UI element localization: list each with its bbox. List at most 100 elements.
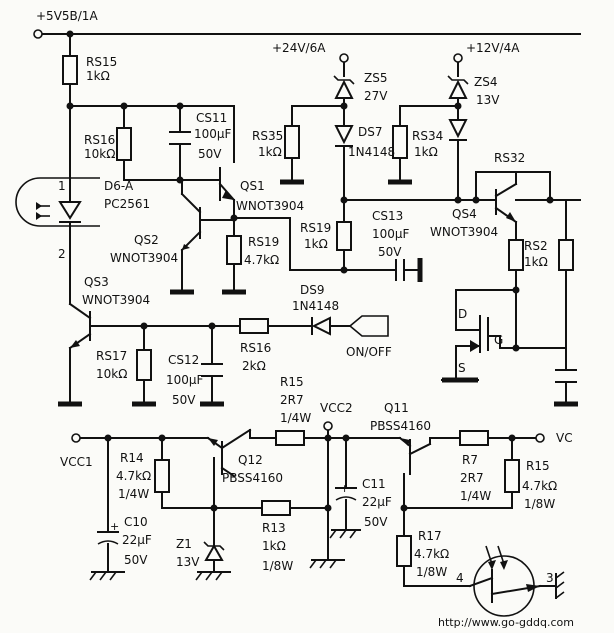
r15a-label: R15 (280, 375, 304, 389)
ground-bars-top (58, 179, 578, 407)
diode-ds9 (311, 316, 331, 336)
r7-value-2: 1/4W (460, 489, 491, 503)
c10-plus: + (110, 520, 119, 533)
resistor-rs34 (392, 125, 408, 159)
rs35-value: 1kΩ (258, 145, 282, 159)
terminals-bottom (71, 421, 545, 443)
c11-plus: + (340, 482, 349, 495)
rs34-value: 1kΩ (414, 145, 438, 159)
r15b-value-1: 4.7kΩ (522, 479, 557, 493)
resistor-r17 (396, 535, 412, 567)
cs11-value-1: 100μF (194, 127, 232, 141)
junctions-top (66, 30, 554, 352)
resistor-rs2 (508, 239, 524, 271)
q12-label: Q12 (238, 453, 263, 467)
rs17-label: RS17 (96, 349, 127, 363)
r14-value-1: 4.7kΩ (116, 469, 151, 483)
qs3-emitter-arrow (70, 340, 80, 348)
mosfet-d-label: D (458, 307, 467, 321)
rs15-label: RS15 (86, 55, 117, 69)
zener-zs4 (447, 75, 469, 99)
resistor-r15b (504, 459, 520, 493)
c10-label: C10 (124, 515, 148, 529)
ground-symbols-bottom (89, 529, 565, 599)
qs1-emitter-arrow (222, 190, 234, 200)
qs2-emitter-arrow (182, 244, 190, 250)
zs4-label: ZS4 (474, 75, 497, 89)
c11-label: C11 (362, 477, 386, 491)
photo-pin-3: 3 (546, 571, 554, 585)
supply-5v-label: +5V5B/1A (36, 9, 98, 23)
zener-zs5 (333, 75, 355, 99)
zs5-value: 27V (364, 89, 388, 103)
resistor-r13 (261, 500, 291, 516)
rs35-label: RS35 (252, 129, 283, 143)
rs16b-value: 2kΩ (242, 359, 266, 373)
rs2-label: RS2 (524, 239, 548, 253)
rs19b-value: 1kΩ (304, 237, 328, 251)
vc-label: VC (556, 431, 573, 445)
q11-label: Q11 (384, 401, 409, 415)
qs1-label: QS1 (240, 179, 265, 193)
cs11-value-2: 50V (198, 147, 222, 161)
cs12-value-2: 50V (172, 393, 196, 407)
cs13-label: CS13 (372, 209, 403, 223)
vcc1-label: VCC1 (60, 455, 93, 469)
optocoupler-d6 (15, 177, 100, 227)
cs12-value-1: 100μF (166, 373, 204, 387)
capacitor-c10 (97, 531, 119, 545)
mosfet-s-label: S (458, 361, 466, 375)
r14-value-2: 1/4W (118, 487, 149, 501)
mosfet-g-label: G (494, 333, 503, 347)
supply-24v-label: +24V/6A (272, 41, 326, 55)
q12-emitter-arrow (208, 438, 218, 446)
z1-value: 13V (176, 555, 200, 569)
opto-pin-2: 2 (58, 247, 66, 261)
resistor-rs19a (226, 235, 242, 265)
r15a-value-1: 2R7 (280, 393, 304, 407)
phototransistor (468, 545, 542, 617)
rs15-value: 1kΩ (86, 69, 110, 83)
resistor-rs16b (239, 318, 269, 334)
resistor-rs15 (62, 55, 78, 85)
r17-value-1: 4.7kΩ (414, 547, 449, 561)
capacitor-cs13 (395, 259, 405, 281)
capacitor-c11 (335, 487, 357, 501)
rs34-label: RS34 (412, 129, 443, 143)
photo-pin-4: 4 (456, 571, 464, 585)
q11-emitter-arrow (400, 438, 410, 446)
c10-value-1: 22μF (122, 533, 152, 547)
rs19a-label: RS19 (248, 235, 279, 249)
capacitor-cs11 (169, 131, 191, 145)
resistor-right-column (558, 239, 574, 271)
onoff-label: ON/OFF (346, 345, 392, 359)
ds9-type: 1N4148 (292, 299, 339, 313)
zs4-value: 13V (476, 93, 500, 107)
onoff-connector (348, 315, 389, 337)
d6-type: PC2561 (104, 197, 150, 211)
r13-label: R13 (262, 521, 286, 535)
cs13-value-1: 100μF (372, 227, 410, 241)
cs11-label: CS11 (196, 111, 227, 125)
ds7-type: 1N4148 (348, 145, 395, 159)
r7-label: R7 (462, 453, 478, 467)
rs19b-label: RS19 (300, 221, 331, 235)
rs17-value: 10kΩ (96, 367, 127, 381)
resistor-rs16 (116, 127, 132, 161)
r13-value-2: 1/8W (262, 559, 293, 573)
resistor-rs35 (284, 125, 300, 159)
q11-type: PBSS4160 (370, 419, 431, 433)
ds9-label: DS9 (300, 283, 325, 297)
r7-value-1: 2R7 (460, 471, 484, 485)
rs16-label: RS16 (84, 133, 115, 147)
capacitor-cs12 (201, 363, 223, 377)
vcc2-label: VCC2 (320, 401, 353, 415)
qs2-label: QS2 (134, 233, 159, 247)
qs1-type: WNOT3904 (236, 199, 304, 213)
q12-type: PBSS4160 (222, 471, 283, 485)
rs2-value: 1kΩ (524, 255, 548, 269)
diode-ds7 (334, 125, 354, 147)
zener-z1 (203, 541, 225, 561)
